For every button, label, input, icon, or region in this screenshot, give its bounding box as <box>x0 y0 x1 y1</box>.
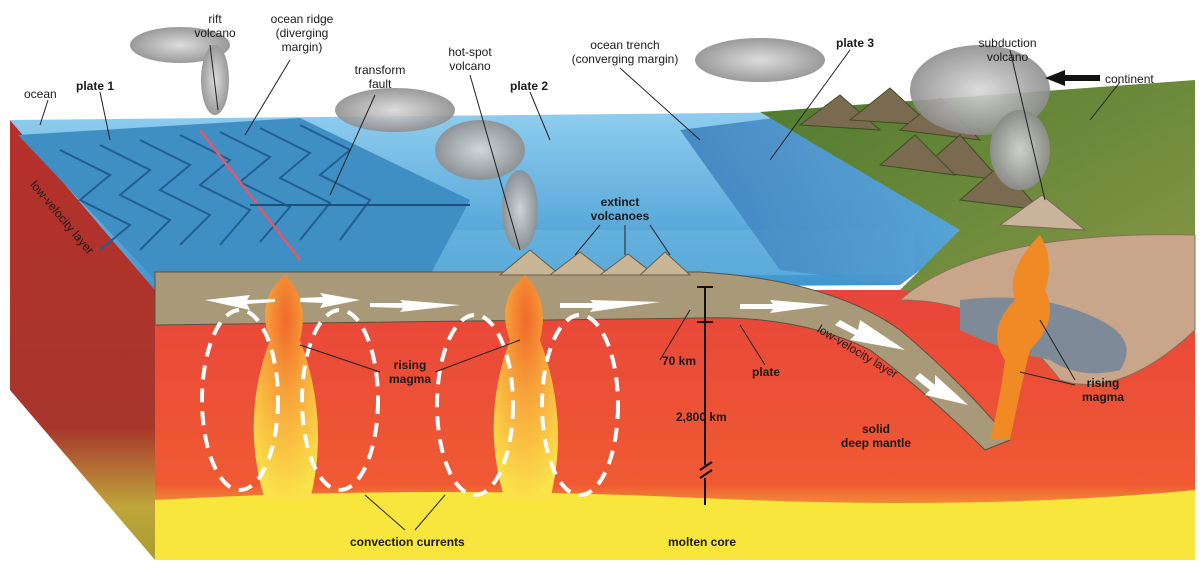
label-convection-currents: convection currents <box>350 535 465 549</box>
plate-motion-arrows <box>205 293 968 405</box>
rising-plume-left <box>253 275 318 500</box>
label-plate-2: plate 2 <box>510 79 549 93</box>
plate-crust-band <box>154 271 1011 451</box>
molten-core-band <box>155 490 1195 560</box>
label-hot-spot-volcano: hot-spot volcano <box>448 45 492 73</box>
label-plate-3: plate 3 <box>836 36 875 50</box>
subduction-magma <box>990 235 1050 440</box>
extinct-volcano-cones <box>498 249 692 276</box>
label-ocean-ridge: ocean ridge (diverging margin) <box>270 12 334 54</box>
label-ocean-trench: ocean trench (converging margin) <box>571 38 679 66</box>
subduction-volcano-cone <box>998 194 1087 231</box>
depth-scale <box>697 286 713 505</box>
label-transform-fault: transform fault <box>354 63 406 91</box>
label-solid-deep-mantle: solid deep mantle <box>840 422 912 450</box>
continent-arrow-icon <box>1045 70 1100 86</box>
label-continent: continent <box>1105 72 1154 86</box>
rising-plume-center <box>493 275 558 500</box>
label-rift-volcano: rift volcano <box>194 12 236 40</box>
label-plate-1: plate 1 <box>76 79 115 93</box>
block-side-face <box>10 120 155 560</box>
leader-lines <box>39 44 1121 531</box>
convection-cells <box>200 308 620 497</box>
label-depth-2800-km: 2,800 km <box>676 410 727 424</box>
label-ocean: ocean <box>24 87 57 101</box>
magma-chamber-grey <box>960 297 1127 374</box>
label-rising-magma-left: rising magma <box>388 358 432 386</box>
label-subduction-volcano: subduction volcano <box>978 36 1037 64</box>
ridge-line <box>199 129 301 261</box>
label-depth-70-km: 70 km <box>662 354 697 368</box>
label-plate: plate <box>752 365 781 379</box>
trench-seafloor <box>680 112 1000 285</box>
label-extinct-volcanoes: extinct volcanoes <box>590 195 650 223</box>
label-rising-magma-right: rising magma <box>1081 376 1125 404</box>
smoke-plumes <box>130 27 1050 250</box>
label-molten-core: molten core <box>668 535 737 549</box>
